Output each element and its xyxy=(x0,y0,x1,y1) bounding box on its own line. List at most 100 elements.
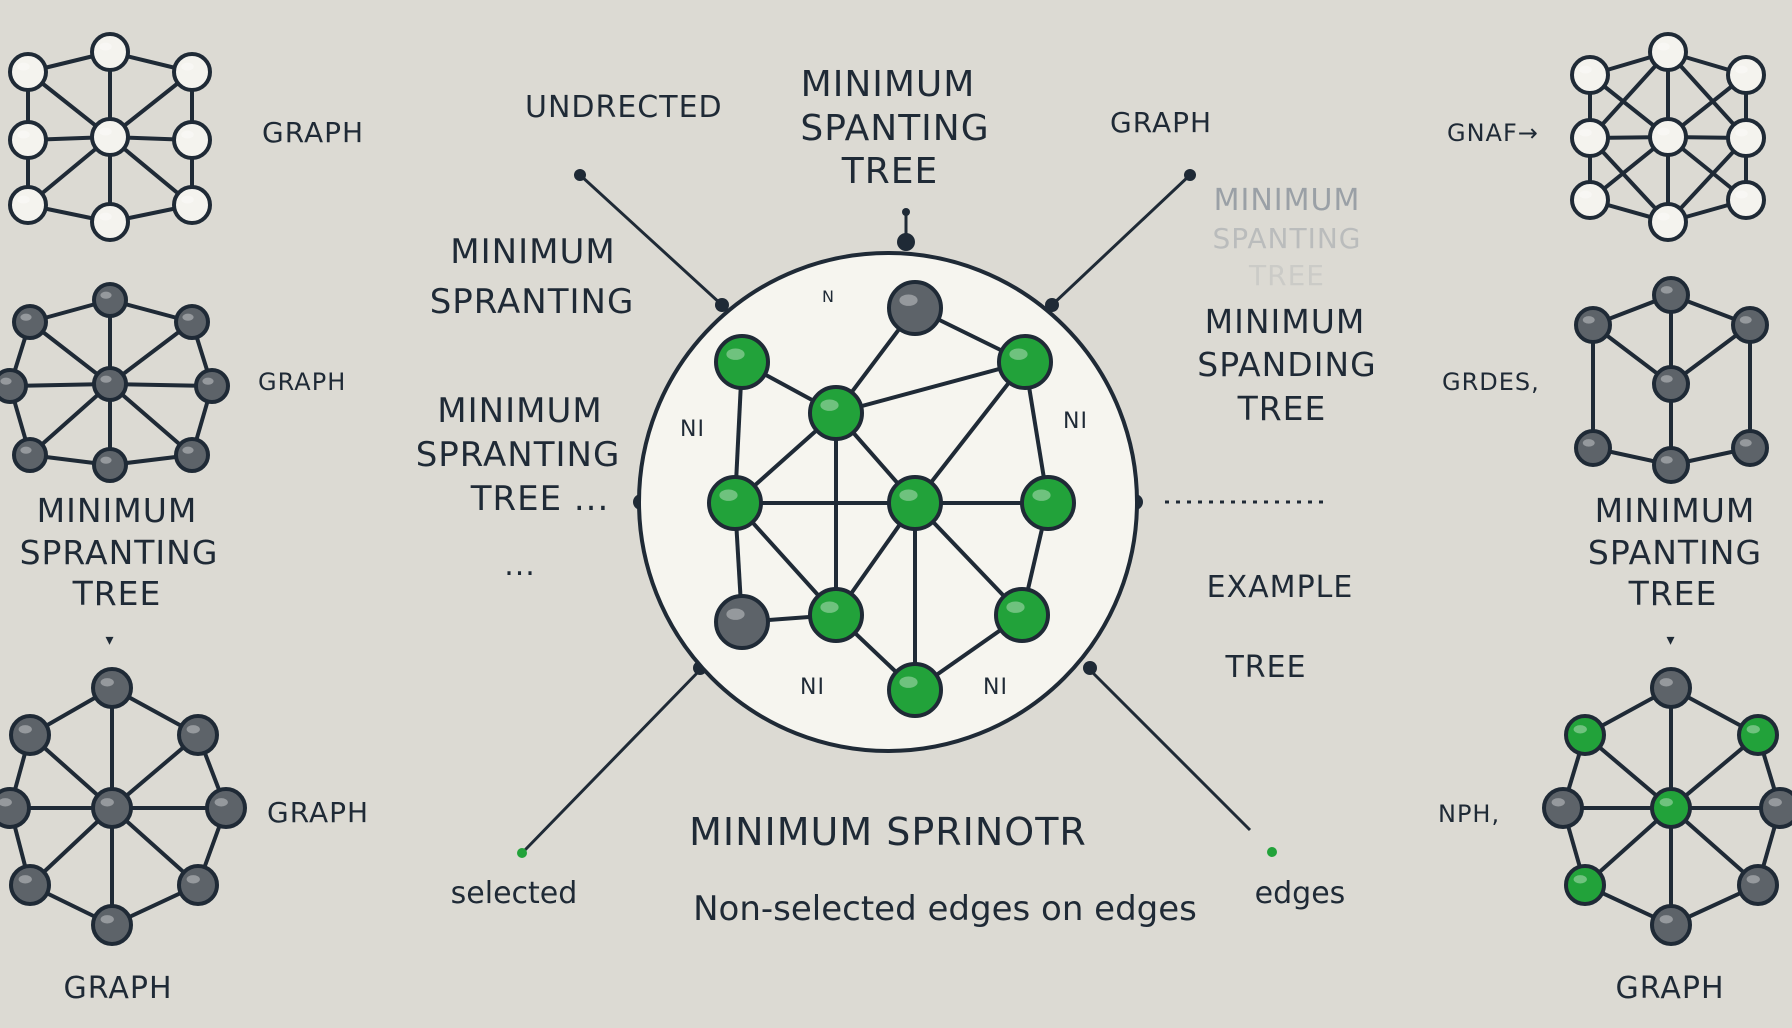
graph-node xyxy=(174,304,210,340)
graph-node xyxy=(194,368,230,404)
graph xyxy=(707,280,1076,718)
graph-node xyxy=(714,594,770,650)
graph xyxy=(1574,276,1769,484)
graph-node xyxy=(8,185,48,225)
node-highlight xyxy=(1739,316,1752,324)
node-highlight xyxy=(1659,678,1673,687)
node-highlight xyxy=(899,676,918,688)
graph-node xyxy=(1650,667,1692,709)
graph-node xyxy=(1650,787,1692,829)
graph xyxy=(0,667,247,946)
graph-node xyxy=(887,662,943,718)
node-highlight xyxy=(899,294,918,306)
label-undirected: UNDRECTED xyxy=(525,90,723,125)
graph-node xyxy=(12,437,48,473)
node-highlight xyxy=(719,489,738,501)
small-arrow-left: ▾ xyxy=(105,630,114,649)
graph xyxy=(8,32,212,242)
label-gnaf: GNAF→ xyxy=(1447,119,1539,147)
node-highlight xyxy=(1739,439,1752,447)
graph-node xyxy=(92,447,128,483)
node-highlight xyxy=(726,348,745,360)
node-highlight xyxy=(0,798,12,807)
connector-endpoints xyxy=(517,169,1277,858)
graph-node xyxy=(91,787,133,829)
graph-node xyxy=(174,437,210,473)
connector-bottom-left xyxy=(523,668,702,852)
small-arrow-right: ▾ xyxy=(1666,630,1675,649)
graph-node xyxy=(997,334,1053,390)
connector-top-left xyxy=(578,173,724,307)
node-label-bottom-left: NI xyxy=(800,675,825,700)
node-highlight xyxy=(1768,798,1782,807)
graph-node xyxy=(1759,787,1792,829)
graph-node xyxy=(0,787,31,829)
node-highlight xyxy=(1657,212,1670,221)
endpoint-dot xyxy=(897,233,915,251)
graph-node xyxy=(172,120,212,160)
graph-node xyxy=(1564,864,1606,906)
label-right-faint-2: SPANTING xyxy=(1213,222,1362,255)
node-highlight xyxy=(99,42,112,51)
endpoint-dot xyxy=(1045,298,1059,312)
graph-node xyxy=(91,904,133,946)
node-highlight xyxy=(1582,439,1595,447)
label-left-mst-1: MINIMUM xyxy=(450,232,615,272)
label-selected: selected xyxy=(451,876,578,911)
title-line-2: SPANTING xyxy=(800,108,989,149)
label-nph: NPH, xyxy=(1438,800,1500,828)
label-left-mst2-2: SPRANTING xyxy=(416,435,621,475)
graph-node xyxy=(1726,118,1766,158)
label-right-mst3-3: TREE xyxy=(1628,574,1718,613)
graph-node xyxy=(172,185,212,225)
node-highlight xyxy=(181,130,194,139)
node-highlight xyxy=(820,601,839,613)
graph xyxy=(0,282,230,483)
label-left-mst2-3: TREE ... xyxy=(470,479,610,519)
node-highlight xyxy=(100,678,114,687)
node-label-right: NI xyxy=(1063,409,1088,434)
node-highlight xyxy=(899,489,918,501)
label-right-mst-2: SPANDING xyxy=(1197,345,1376,384)
node-highlight xyxy=(1032,489,1051,501)
graph-node xyxy=(1652,365,1690,403)
title-line-3: TREE xyxy=(841,151,939,192)
graph-node xyxy=(1542,787,1584,829)
graph-node xyxy=(1726,55,1766,95)
graph-node xyxy=(1726,180,1766,220)
graph-node xyxy=(92,366,128,402)
node-highlight xyxy=(1657,127,1670,136)
node-label-left: NI xyxy=(680,417,705,442)
bottom-title: MINIMUM SPRINOTR xyxy=(689,810,1087,854)
graph-node xyxy=(1737,864,1779,906)
graph-node xyxy=(1570,55,1610,95)
graph-node xyxy=(90,117,130,157)
graph-node xyxy=(1650,904,1692,946)
graph-node xyxy=(205,787,247,829)
node-label-top: N xyxy=(822,287,835,306)
node-highlight xyxy=(186,725,200,734)
graph-node xyxy=(0,368,28,404)
graph xyxy=(1542,667,1792,946)
node-highlight xyxy=(1551,798,1565,807)
label-dots: ... xyxy=(504,548,536,583)
label-graph-bottom-right: GRAPH xyxy=(1615,971,1724,1006)
label-edges: edges xyxy=(1255,876,1346,911)
bottom-subtitle: Non-selected edges on edges xyxy=(693,889,1197,929)
graph-node xyxy=(1652,276,1690,314)
title-line-1: MINIMUM xyxy=(801,64,976,105)
graph-node xyxy=(714,334,770,390)
node-highlight xyxy=(17,130,30,139)
node-highlight xyxy=(1660,456,1673,464)
graph-node xyxy=(887,475,943,531)
node-highlight xyxy=(18,725,32,734)
node-highlight xyxy=(1009,348,1028,360)
graph-node xyxy=(1564,714,1606,756)
graph-node xyxy=(1652,446,1690,484)
label-left-mst3-1: MINIMUM xyxy=(37,491,198,530)
graph-node xyxy=(8,52,48,92)
node-highlight xyxy=(1579,190,1592,199)
node-highlight xyxy=(1657,42,1670,51)
node-highlight xyxy=(1746,875,1760,884)
